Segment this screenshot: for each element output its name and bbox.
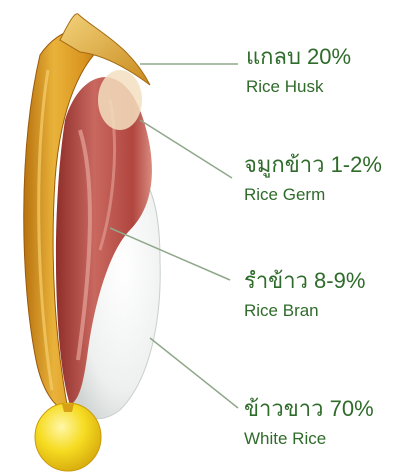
leader-line-germ <box>140 120 232 178</box>
label-thai: รำข้าว 8-9% <box>244 268 365 294</box>
label-thai: ข้าวขาว 70% <box>244 396 374 422</box>
label-rice-bran: รำข้าว 8-9% Rice Bran <box>244 268 365 322</box>
label-english: Rice Bran <box>244 300 365 322</box>
rice-germ-patch <box>98 70 142 130</box>
label-thai: จมูกข้าว 1-2% <box>244 152 382 178</box>
label-rice-germ: จมูกข้าว 1-2% Rice Germ <box>244 152 382 206</box>
label-rice-husk: แกลบ 20% Rice Husk <box>246 44 351 98</box>
leader-line-white <box>150 338 238 408</box>
label-english: Rice Husk <box>246 76 351 98</box>
label-thai: แกลบ 20% <box>246 44 351 70</box>
label-english: Rice Germ <box>244 184 382 206</box>
label-white-rice: ข้าวขาว 70% White Rice <box>244 396 374 450</box>
germ-tip-ball <box>35 403 101 471</box>
label-english: White Rice <box>244 428 374 450</box>
germ-tip-stem <box>62 404 74 412</box>
